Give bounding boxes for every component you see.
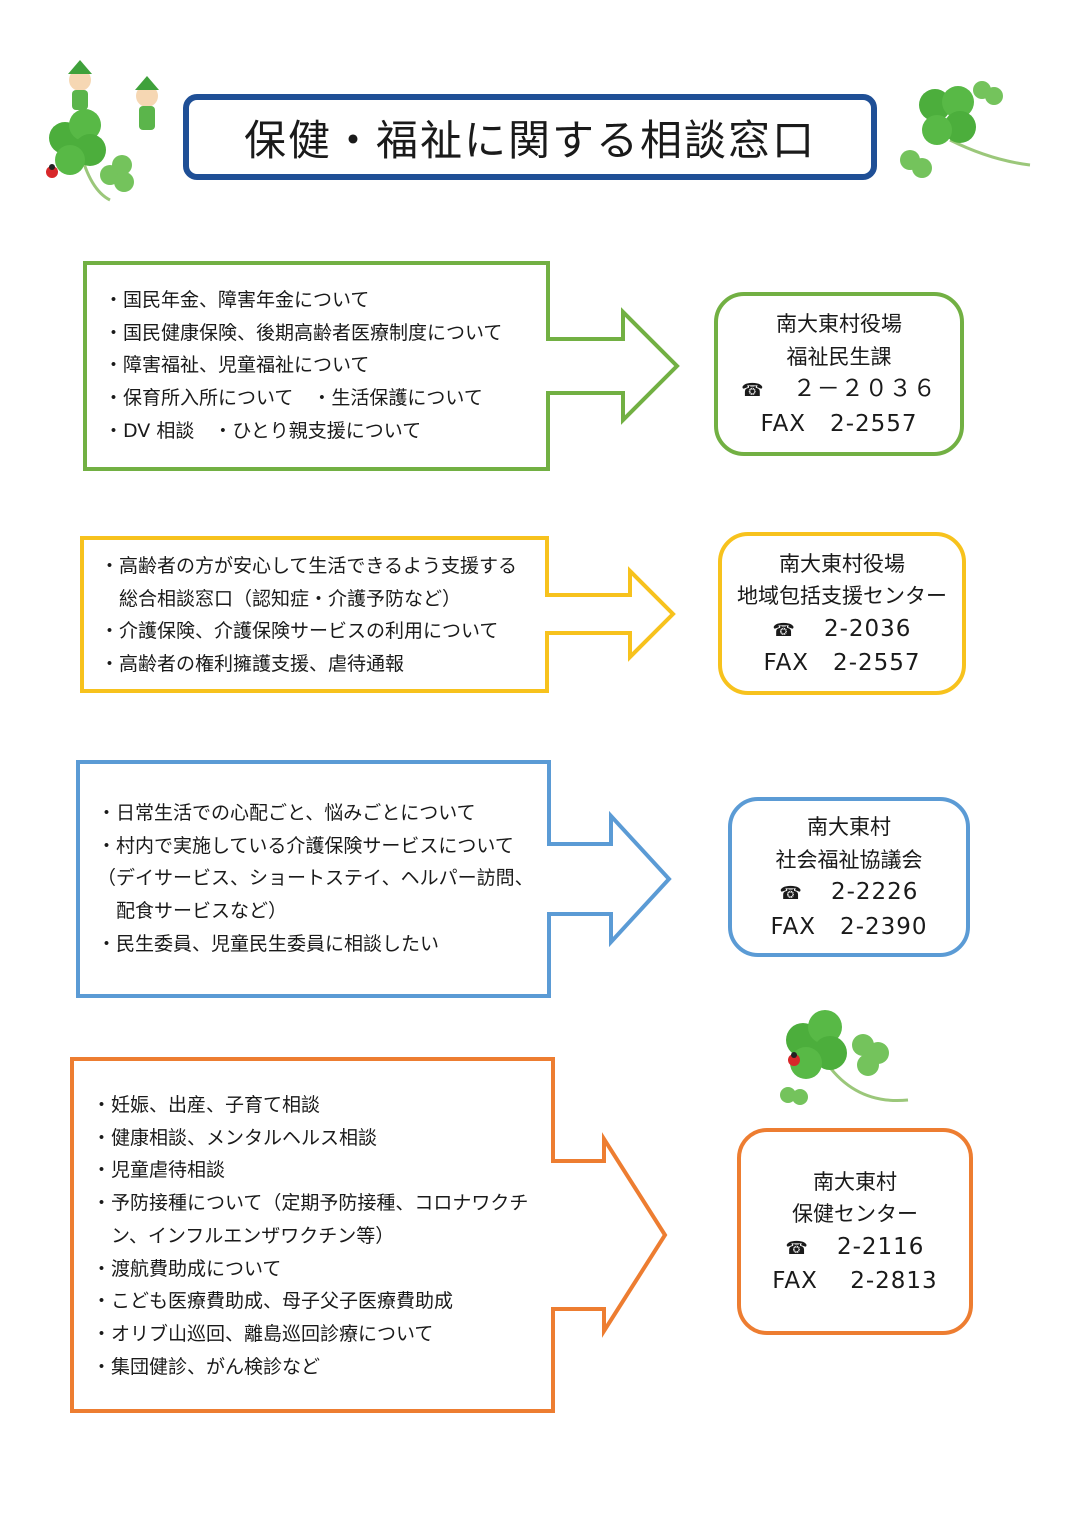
phone-icon: ☎ <box>741 380 765 401</box>
clover-icon <box>900 81 1031 178</box>
contact-box-welfare: 南大東村役場 福祉民生課 ☎ ２－２０３６ FAX 2-2557 <box>714 292 964 456</box>
list-item: ・DV 相談 ・ひとり親支援について <box>104 419 422 442</box>
list-item: ・国民健康保険、後期高齢者医療制度について <box>104 321 503 344</box>
phone-icon: ☎ <box>785 1237 809 1259</box>
list-item: ・オリブ山巡回、離島巡回診療について <box>92 1322 434 1345</box>
arrow-shape-welfare <box>83 261 680 471</box>
ladybug-icon <box>788 1052 800 1066</box>
list-item: ・予防接種について（定期予防接種、コロナワクチ <box>92 1192 529 1215</box>
list-item: ・渡航費助成について <box>92 1257 282 1280</box>
contact-phone: ☎ ２－２０３６ <box>741 373 936 408</box>
contact-dept: 福祉民生課 <box>786 344 892 369</box>
fairy-icon <box>68 60 159 130</box>
contact-org: 南大東村役場 <box>779 551 905 576</box>
contact-org: 南大東村役場 <box>776 312 902 336</box>
elderly-topic-list: ・高齢者の方が安心して生活できるよう支援する 総合相談窓口（認知症・介護予防など… <box>100 550 517 681</box>
contact-box-social: 南大東村 社会福祉協議会 ☎ 2-2226 FAX 2-2390 <box>728 797 970 957</box>
contact-fax: FAX 2-2557 <box>760 410 918 437</box>
arrow-shape-social <box>76 760 672 998</box>
contact-fax: FAX 2-2813 <box>772 1268 938 1294</box>
title-box: 保健・福祉に関する相談窓口 <box>183 94 877 180</box>
list-item: ・村内で実施している介護保険サービスについて <box>97 834 514 857</box>
contact-box-health: 南大東村 保健センター ☎ 2-2116 FAX 2-2813 <box>737 1128 973 1335</box>
phone-number: 2-2116 <box>836 1233 925 1260</box>
social-topic-list: ・日常生活での心配ごと、悩みごとについて ・村内で実施している介護保険サービスに… <box>97 797 534 961</box>
list-item: ・妊娠、出産、子育て相談 <box>92 1094 321 1116</box>
phone-icon: ☎ <box>779 883 803 904</box>
contact-org: 南大東村 <box>813 1169 897 1194</box>
list-item: ・民生委員、児童民生委員に相談したい <box>97 932 440 955</box>
list-item: ・健康相談、メンタルヘルス相談 <box>92 1126 378 1149</box>
contact-phone: ☎ 2-2116 <box>786 1231 925 1266</box>
clover-icon <box>49 109 134 202</box>
clover-decoration-bottom <box>780 1010 909 1105</box>
contact-phone: ☎ 2-2036 <box>773 613 912 648</box>
contact-phone: ☎ 2-2226 <box>780 876 919 911</box>
list-item: ・こども医療費助成、母子父子医療費助成 <box>92 1290 454 1313</box>
welfare-topic-list: ・国民年金、障害年金について ・国民健康保険、後期高齢者医療制度について ・障害… <box>104 284 502 448</box>
clover-fairy-decoration-left <box>46 60 159 202</box>
list-item: ・高齢者の権利擁護支援、虐待通報 <box>100 653 405 676</box>
list-item: 総合相談窓口（認知症・介護予防など） <box>100 587 462 610</box>
phone-number: 2-2036 <box>823 615 912 642</box>
contact-box-elderly: 南大東村役場 地域包括支援センター ☎ 2-2036 FAX 2-2557 <box>718 532 966 695</box>
arrow-shape-health <box>70 1057 668 1413</box>
contact-fax: FAX 2-2390 <box>770 913 928 940</box>
phone-number: ２－２０３６ <box>792 376 937 402</box>
page-title: 保健・福祉に関する相談窓口 <box>243 115 816 165</box>
list-item: ・日常生活での心配ごと、悩みごとについて <box>97 802 476 824</box>
list-item: ・児童虐待相談 <box>92 1159 226 1182</box>
list-item: ・集団健診、がん検診など <box>92 1355 321 1378</box>
list-item: ・高齢者の方が安心して生活できるよう支援する <box>100 555 518 577</box>
list-item: ・国民年金、障害年金について <box>104 289 370 311</box>
list-item: 配食サービスなど） <box>97 900 288 923</box>
list-item: ・介護保険、介護保険サービスの利用について <box>100 620 499 643</box>
contact-dept: 保健センター <box>792 1202 918 1226</box>
clover-decoration-right <box>900 81 1031 178</box>
contact-org: 南大東村 <box>807 815 891 839</box>
contact-dept: 社会福祉協議会 <box>775 847 923 872</box>
list-item: ・障害福祉、児童福祉について <box>104 354 370 377</box>
list-item: ・保育所入所について ・生活保護について <box>104 387 483 410</box>
contact-dept: 地域包括支援センター <box>737 584 947 608</box>
contact-fax: FAX 2-2557 <box>763 650 921 676</box>
list-item: ン、インフルエンザワクチン等） <box>92 1224 395 1247</box>
arrow-shape-elderly <box>80 536 676 693</box>
clover-icon <box>780 1010 909 1105</box>
ladybug-icon <box>46 164 58 178</box>
list-item: （デイサービス、ショートステイ、ヘルパー訪問、 <box>97 867 534 890</box>
health-topic-list: ・妊娠、出産、子育て相談 ・健康相談、メンタルヘルス相談 ・児童虐待相談 ・予防… <box>92 1089 528 1383</box>
phone-icon: ☎ <box>772 619 796 641</box>
phone-number: 2-2226 <box>830 879 919 905</box>
